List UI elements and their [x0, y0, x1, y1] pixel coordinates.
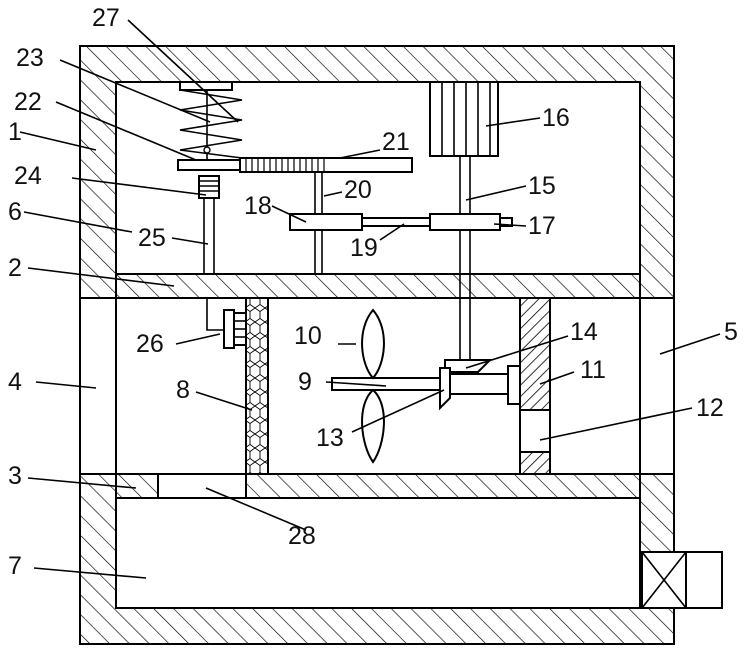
label-17: 17 — [528, 212, 556, 240]
label-13: 13 — [316, 424, 344, 452]
label-28: 28 — [288, 522, 316, 550]
belt-drive — [290, 214, 512, 230]
label-15: 15 — [528, 172, 556, 200]
brush-26 — [207, 298, 246, 348]
gear-22 — [178, 160, 240, 170]
label-9: 9 — [298, 368, 312, 396]
lower-partition-right — [246, 474, 640, 498]
label-3: 3 — [8, 462, 22, 490]
filter-screen — [246, 298, 268, 474]
rack-21 — [240, 158, 412, 172]
label-6: 6 — [8, 198, 22, 226]
label-14: 14 — [570, 318, 598, 346]
bearing-11 — [508, 366, 520, 404]
label-12: 12 — [696, 394, 724, 422]
label-19: 19 — [350, 234, 378, 262]
shaft-collar — [450, 374, 508, 394]
label-25: 25 — [138, 224, 166, 252]
label-4: 4 — [8, 368, 22, 396]
shaft-15 — [460, 156, 470, 360]
label-24: 24 — [14, 162, 42, 190]
label-5: 5 — [724, 318, 738, 346]
label-20: 20 — [344, 176, 372, 204]
label-18: 18 — [244, 192, 272, 220]
label-2: 2 — [8, 254, 22, 282]
outlet-5 — [640, 298, 674, 474]
motor-16 — [430, 82, 498, 156]
drain-valve — [642, 552, 722, 608]
label-10: 10 — [294, 322, 322, 350]
label-27: 27 — [92, 4, 120, 32]
label-11: 11 — [580, 356, 606, 384]
label-22: 22 — [14, 88, 42, 116]
label-8: 8 — [176, 376, 190, 404]
spring — [180, 82, 242, 160]
label-7: 7 — [8, 552, 22, 580]
label-21: 21 — [382, 128, 410, 156]
inlet-4 — [80, 298, 116, 474]
label-1: 1 — [8, 118, 22, 146]
screw-rod — [199, 176, 219, 274]
opening-28 — [158, 474, 246, 498]
upper-partition — [116, 274, 640, 298]
label-26: 26 — [136, 330, 164, 358]
label-16: 16 — [542, 104, 570, 132]
label-23: 23 — [16, 44, 44, 72]
support-12 — [520, 298, 550, 474]
